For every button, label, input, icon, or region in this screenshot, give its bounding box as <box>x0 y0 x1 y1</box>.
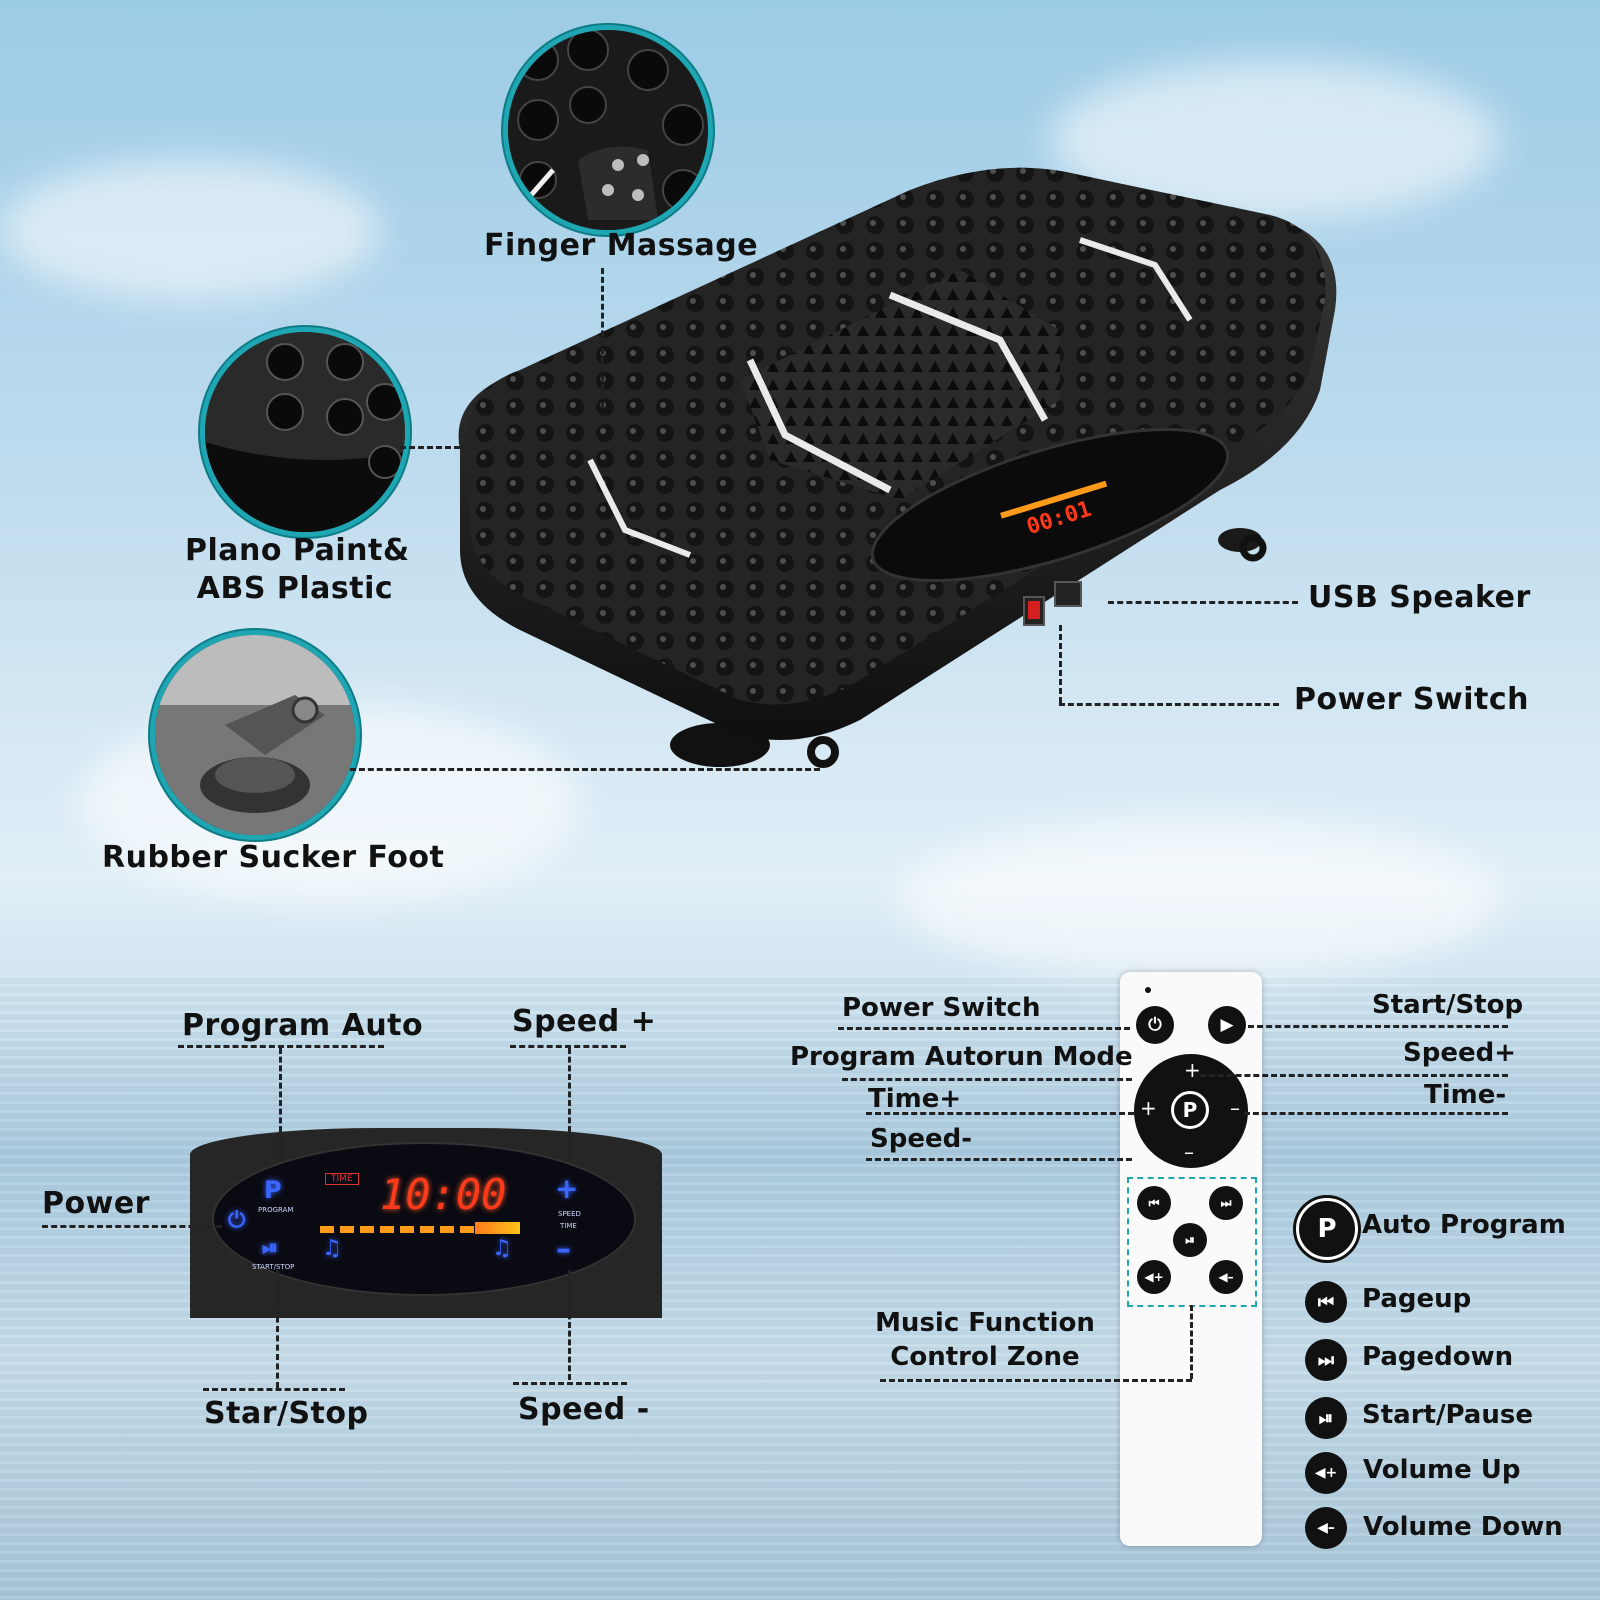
leader-line <box>178 1045 384 1048</box>
auto-program-icon: P <box>1296 1198 1358 1260</box>
program-tiny-label: PROGRAM <box>258 1206 294 1214</box>
leader-line <box>880 1379 1192 1382</box>
power-switch-label: Power Switch <box>1294 682 1529 717</box>
leader-line <box>1200 1074 1508 1077</box>
leader-line <box>400 446 478 449</box>
dpad-speed-plus[interactable]: + <box>1184 1058 1201 1082</box>
leader-line <box>513 1382 627 1385</box>
speed-level-bar-fill <box>475 1222 520 1234</box>
leader-line <box>1244 1112 1508 1115</box>
remote-volume-up-button[interactable]: ◀+ <box>1137 1260 1171 1294</box>
remote-play-pause-button[interactable]: ⏯ <box>1173 1223 1207 1257</box>
remote-power-switch-label: Power Switch <box>842 993 1041 1023</box>
vibration-plate-image <box>458 167 1337 768</box>
material-label-line1: Plano Paint& <box>185 533 410 568</box>
leader-line <box>1059 625 1062 703</box>
leader-line <box>510 1045 626 1048</box>
panel-oval <box>212 1142 636 1296</box>
dpad-program-button[interactable]: P <box>1171 1091 1209 1129</box>
leader-line <box>866 1112 1134 1115</box>
dpad-time-minus[interactable]: – <box>1230 1096 1240 1120</box>
dpad-speed-minus[interactable]: – <box>1184 1140 1194 1164</box>
speed-plus-label: Speed + <box>512 1004 657 1039</box>
leader-line <box>1248 1025 1508 1028</box>
speed-minus-label: Speed - <box>518 1392 650 1427</box>
star-stop-label: Star/Stop <box>204 1396 369 1431</box>
music-icon: ♫ <box>322 1236 342 1261</box>
finger-massage-label: Finger Massage <box>484 228 759 263</box>
power-label: Power <box>42 1186 150 1221</box>
remote-dpad: + + – – P <box>1134 1054 1248 1168</box>
legend-label: Auto Program <box>1362 1210 1566 1240</box>
volume-down-icon: ◀– <box>1305 1507 1347 1549</box>
speed-level-bar <box>320 1226 520 1233</box>
legend-label: Start/Pause <box>1362 1400 1533 1430</box>
remote-speed-minus-label: Speed- <box>870 1124 973 1154</box>
leader-line <box>1059 703 1279 706</box>
indicator-led <box>1145 987 1151 993</box>
leader-line <box>601 268 604 408</box>
remote-time-plus-label: Time+ <box>868 1084 962 1114</box>
remote-start-stop-button[interactable]: ▶ <box>1208 1006 1246 1044</box>
program-auto-label: Program Auto <box>182 1008 424 1043</box>
volume-up-icon: ◀+ <box>1305 1452 1347 1494</box>
speed-minus-icon[interactable]: – <box>556 1232 571 1267</box>
remote-power-button[interactable]: ⏻ <box>1136 1006 1174 1044</box>
material-label-line2: ABS Plastic <box>196 571 394 606</box>
finger-massage-zoom-image <box>503 25 713 235</box>
speed-plus-icon[interactable]: + <box>555 1172 579 1205</box>
leader-line <box>350 768 820 771</box>
pageup-icon: ⏮ <box>1305 1281 1347 1323</box>
pagedown-icon: ⏭ <box>1305 1339 1347 1381</box>
leader-line <box>1108 601 1298 604</box>
remote-start-stop-label: Start/Stop <box>1372 990 1524 1020</box>
remote-time-minus-label: Time- <box>1424 1080 1507 1110</box>
music-zone-label-line2: Control Zone <box>890 1342 1080 1372</box>
leader-line <box>568 1270 571 1380</box>
music-zone-label: Music Function Control Zone <box>870 1306 1100 1374</box>
material-label: Plano Paint& ABS Plastic <box>185 532 410 608</box>
leader-line <box>842 1078 1132 1081</box>
leader-line <box>203 1388 345 1391</box>
cloud <box>900 820 1500 980</box>
leader-line <box>838 1027 1130 1030</box>
dpad-time-plus[interactable]: + <box>1140 1096 1157 1120</box>
remote-pagedown-button[interactable]: ⏭ <box>1209 1186 1243 1220</box>
cloud <box>0 160 380 300</box>
start-stop-tiny-label: START/STOP <box>252 1263 295 1271</box>
legend-label: Volume Down <box>1363 1512 1563 1542</box>
rubber-foot-zoom-image <box>150 630 360 840</box>
program-button[interactable]: P <box>264 1176 282 1204</box>
leader-line <box>276 1270 279 1388</box>
leader-line <box>568 1048 571 1158</box>
remote-volume-down-button[interactable]: ◀– <box>1209 1260 1243 1294</box>
time-tag: TIME <box>325 1173 359 1185</box>
legend-label: Volume Up <box>1363 1455 1521 1485</box>
remote-pageup-button[interactable]: ⏮ <box>1137 1186 1171 1220</box>
control-panel-closeup: P PROGRAM ⏻ ⏯ START/STOP TIME 10:00 ♫ ♫ … <box>190 1128 662 1318</box>
music-zone-label-line1: Music Function <box>875 1308 1095 1338</box>
remote-control: ⏻ ▶ + + – – P ⏮ ⏭ ⏯ ◀+ ◀– <box>1120 972 1262 1546</box>
speed-tiny-label: SPEED <box>558 1210 581 1218</box>
power-icon[interactable]: ⏻ <box>228 1208 246 1233</box>
usb-speaker-label: USB Speaker <box>1308 580 1531 615</box>
remote-program-autorun-label: Program Autorun Mode <box>790 1042 1133 1072</box>
music-icon: ♫ <box>492 1236 512 1261</box>
leader-line <box>1190 1305 1193 1379</box>
legend-label: Pagedown <box>1362 1342 1514 1372</box>
remote-speed-plus-label: Speed+ <box>1403 1038 1517 1068</box>
leader-line <box>42 1225 222 1228</box>
material-zoom-image <box>200 327 410 537</box>
panel-time-display: 10:00 <box>380 1170 507 1219</box>
leader-line <box>866 1158 1132 1161</box>
start-pause-icon: ⏯ <box>1305 1397 1347 1439</box>
time-tiny-label: TIME <box>560 1222 577 1230</box>
legend-label: Pageup <box>1362 1284 1472 1314</box>
leader-line <box>279 1048 282 1158</box>
rubber-foot-label: Rubber Sucker Foot <box>102 840 445 875</box>
start-stop-icon[interactable]: ⏯ <box>262 1235 278 1259</box>
